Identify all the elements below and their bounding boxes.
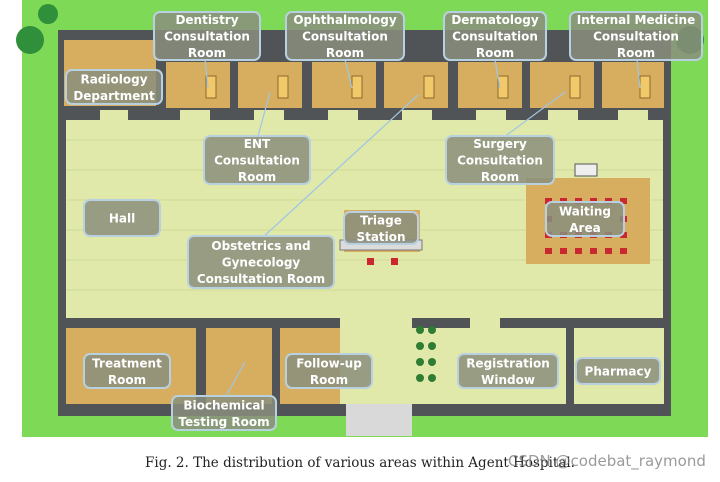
room-dermatology-2 xyxy=(530,62,594,108)
label-box xyxy=(343,211,419,245)
label-box xyxy=(83,199,161,237)
label-line: Consultation xyxy=(164,30,250,44)
label-line: Room xyxy=(238,170,276,184)
room-ophthalmology-2 xyxy=(384,62,448,108)
label-line: Consultation xyxy=(214,154,300,168)
label-box xyxy=(575,357,661,385)
label-line: Window xyxy=(481,373,535,387)
label-line: Obstetrics and xyxy=(211,239,310,253)
room-dividers xyxy=(196,322,574,408)
label-line: Department xyxy=(73,89,155,103)
label-line: Dermatology xyxy=(451,13,539,27)
area-labels: DentistryConsultationRoomOphthalmologyCo… xyxy=(65,11,703,431)
planters xyxy=(416,326,436,382)
room-dermatology-1 xyxy=(458,62,522,108)
figure-caption: Fig. 2. The distribution of various area… xyxy=(145,455,575,471)
watermark: CSDN @codebat_raymond xyxy=(508,452,706,470)
label-line: Surgery xyxy=(473,137,527,151)
label-line: Dentistry xyxy=(175,13,238,27)
label-line: Testing Room xyxy=(178,415,269,429)
label-line: Area xyxy=(569,221,600,235)
label-box xyxy=(443,11,547,61)
label-box xyxy=(569,11,703,61)
room-ophthalmology-1 xyxy=(312,62,376,108)
label-line: Consultation Room xyxy=(197,272,325,286)
leader-lines xyxy=(204,59,641,399)
label-box xyxy=(285,11,405,61)
label-line: Ophthalmology xyxy=(293,13,397,27)
label-line: Room xyxy=(326,46,364,60)
room-dentistry-2 xyxy=(238,62,302,108)
label-line: Room xyxy=(476,46,514,60)
label-line: Triage xyxy=(360,213,402,227)
label-line: Follow-up xyxy=(296,356,362,370)
label-line: Consultation xyxy=(452,30,538,44)
label-line: Room xyxy=(481,170,519,184)
waiting-sign xyxy=(574,163,598,177)
label-line: Room xyxy=(108,373,146,387)
bottom-doorways xyxy=(340,318,500,328)
label-box xyxy=(171,395,277,431)
label-line: Consultation xyxy=(302,30,388,44)
room-dentistry-1 xyxy=(166,62,230,108)
label-line: Consultation xyxy=(593,30,679,44)
hall-doorways xyxy=(100,110,648,120)
label-box xyxy=(457,353,559,389)
label-line: Station xyxy=(356,230,405,244)
label-box xyxy=(285,353,373,389)
label-box xyxy=(153,11,261,61)
label-line: Biochemical xyxy=(183,398,264,412)
label-line: Internal Medicine xyxy=(577,13,695,27)
label-line: Treatment xyxy=(92,356,162,370)
label-line: Room xyxy=(617,46,655,60)
label-line: Consultation xyxy=(457,154,543,168)
label-line: Room xyxy=(310,373,348,387)
room-internal-medicine xyxy=(602,62,664,108)
label-box xyxy=(187,235,335,289)
label-line: Hall xyxy=(109,212,135,226)
label-line: Registration xyxy=(466,356,550,370)
label-box xyxy=(83,353,171,389)
label-box xyxy=(65,69,163,105)
label-line: Pharmacy xyxy=(585,365,652,379)
triage-chairs xyxy=(367,258,398,265)
entrance-steps xyxy=(346,404,412,436)
label-line: Radiology xyxy=(80,72,147,86)
label-box xyxy=(545,201,625,237)
label-box xyxy=(445,135,555,185)
hall-top-wall xyxy=(66,110,663,120)
label-line: Room xyxy=(188,46,226,60)
label-line: Gynecology xyxy=(222,256,301,270)
room-desks xyxy=(205,75,651,99)
room-biochemical xyxy=(206,328,272,404)
label-pharmacy: Pharmacy xyxy=(575,357,661,385)
label-line: Waiting xyxy=(559,204,611,218)
label-line: ENT xyxy=(244,137,271,151)
label-box xyxy=(203,135,311,185)
label-hall: Hall xyxy=(83,199,161,237)
